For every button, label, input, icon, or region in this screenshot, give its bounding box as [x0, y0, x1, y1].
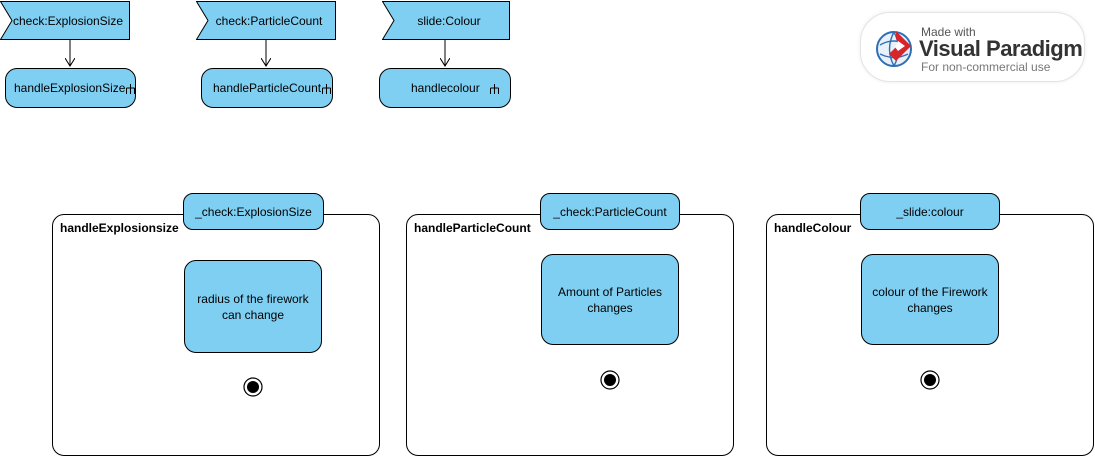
activity-name: handleExplosionsize — [60, 221, 179, 235]
watermark-made-with: Made with — [921, 25, 976, 39]
rake-icon — [490, 84, 499, 94]
action-label: handleExplosionSize — [14, 81, 126, 95]
action-label: colour of the Firework changes — [872, 284, 988, 315]
call-action-handle-particle-count: handleParticleCount — [201, 68, 333, 108]
activity-name: handleColour — [774, 221, 852, 235]
signal-label: check:ExplosionSize — [12, 13, 124, 28]
signal-check-explosion-size: check:ExplosionSize — [0, 1, 130, 40]
activity-parameter-node: _slide:colour — [860, 193, 1000, 230]
signal-check-particle-count: check:ParticleCount — [196, 1, 336, 40]
action-colour-changes: colour of the Firework changes — [861, 254, 999, 345]
signal-slide-colour: slide:Colour — [382, 1, 510, 40]
signal-shape — [382, 1, 510, 40]
watermark-brand: Visual Paradigm — [919, 36, 1083, 61]
action-label: Amount of Particles changes — [557, 284, 663, 315]
signal-label: slide:Colour — [417, 13, 481, 28]
signal-label: check:ParticleCount — [215, 13, 323, 28]
signal-shape — [0, 1, 130, 40]
activity-name: handleParticleCount — [414, 221, 531, 235]
action-label: handleParticleCount — [213, 81, 322, 95]
activity-final-node — [243, 377, 263, 397]
activity-parameter-node: _check:ParticleCount — [540, 193, 680, 230]
action-label: handlecolour — [411, 81, 480, 95]
signal-shape — [196, 1, 336, 40]
rake-icon — [126, 84, 135, 94]
call-action-handle-explosion-size: handleExplosionSize — [5, 68, 136, 108]
call-action-handlecolour: handlecolour — [379, 68, 511, 108]
action-radius-change: radius of the firework can change — [184, 260, 322, 353]
action-label: radius of the firework can change — [197, 291, 309, 322]
activity-final-node — [600, 370, 620, 390]
activity-final-node — [920, 370, 940, 390]
action-amount-of-particles: Amount of Particles changes — [541, 254, 679, 345]
visual-paradigm-logo-icon — [876, 31, 912, 67]
watermark-note: For non-commercial use — [921, 60, 1051, 74]
activity-parameter-node: _check:ExplosionSize — [183, 193, 324, 230]
visual-paradigm-watermark: Made with Visual Paradigm For non-commer… — [860, 12, 1085, 82]
rake-icon — [322, 84, 331, 94]
